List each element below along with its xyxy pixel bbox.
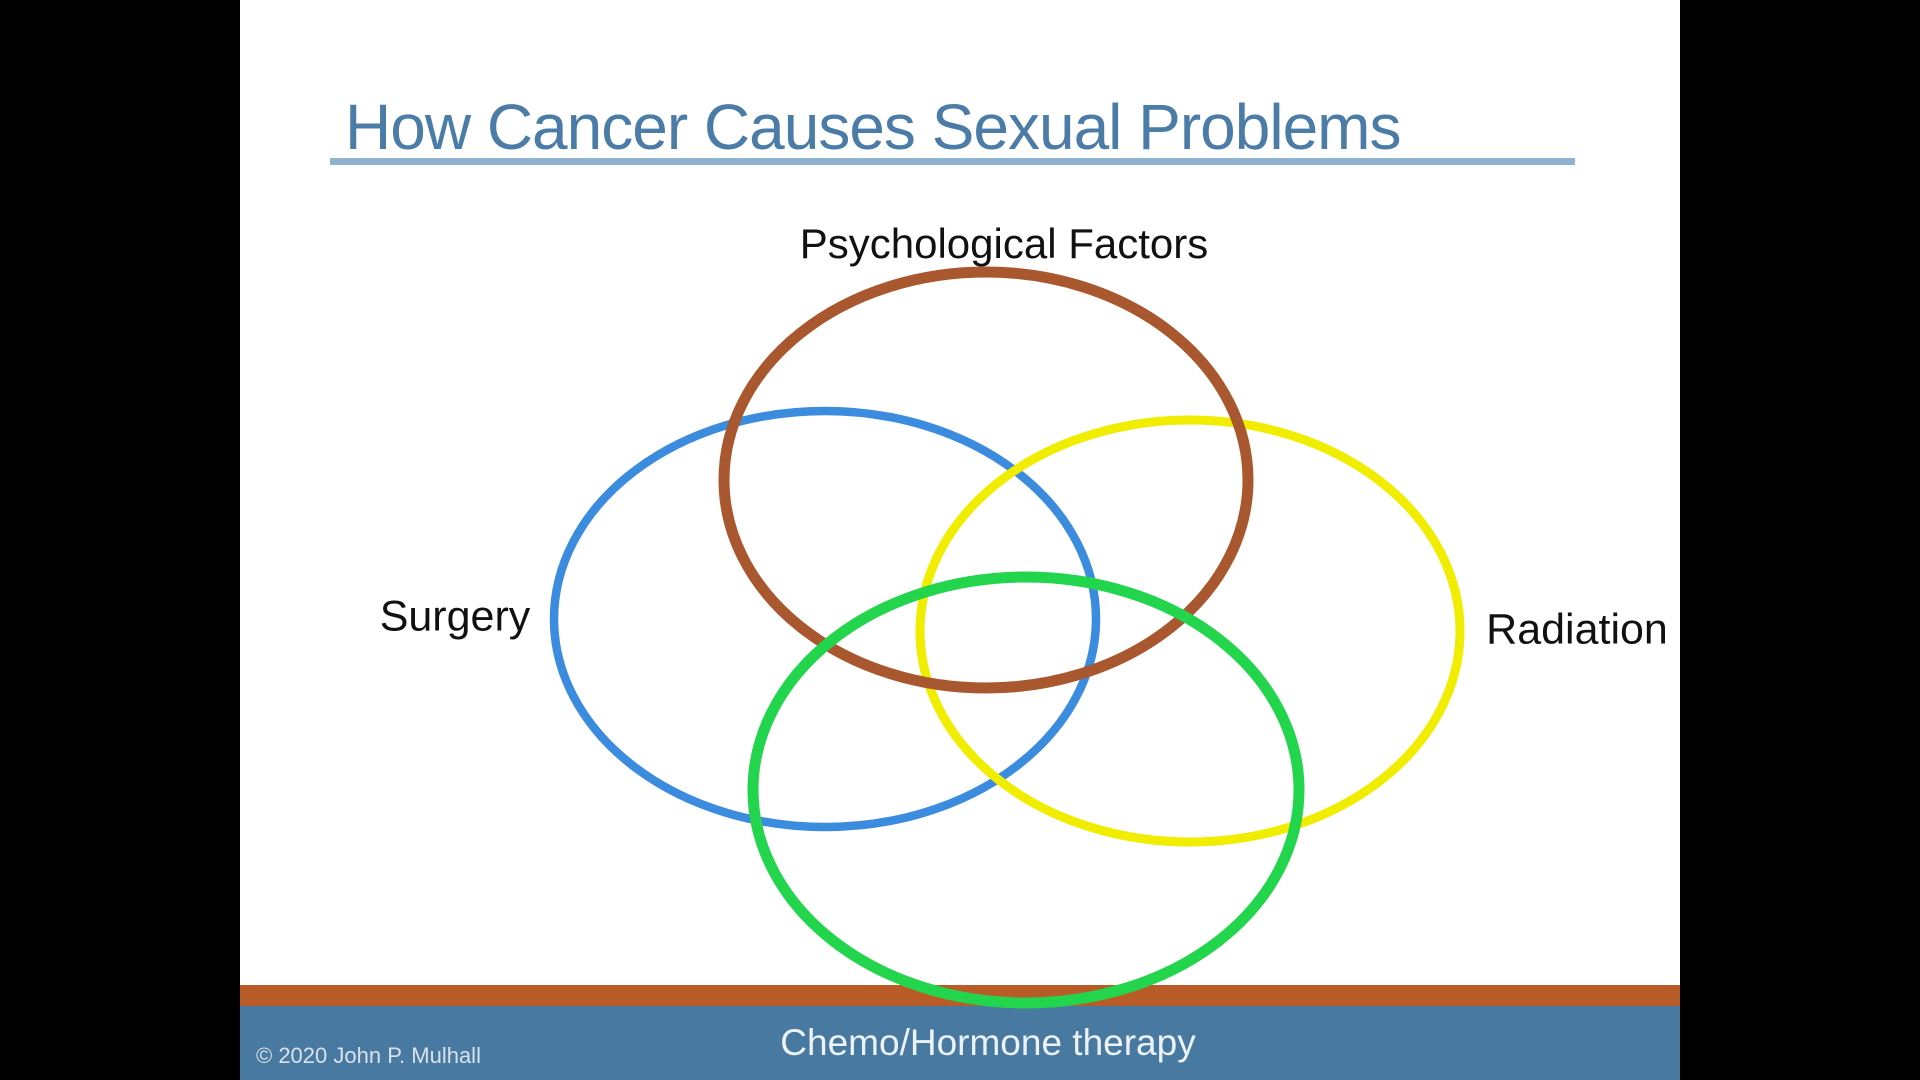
venn-ellipse-psychological xyxy=(718,266,1254,694)
letterbox-left xyxy=(0,0,240,1080)
venn-ellipse-chemo xyxy=(747,571,1305,1009)
venn-label-radiation: Radiation xyxy=(1486,605,1668,654)
venn-ellipse-radiation xyxy=(915,415,1465,847)
letterbox-right xyxy=(1680,0,1920,1080)
presentation-slide: How Cancer Causes Sexual Problems Psycho… xyxy=(240,0,1680,1080)
venn-label-surgery: Surgery xyxy=(379,592,531,641)
venn-diagram xyxy=(549,266,1465,1009)
slide-title: How Cancer Causes Sexual Problems xyxy=(345,91,1401,163)
venn-ellipse-surgery xyxy=(549,406,1101,832)
venn-label-chemo: Chemo/Hormone therapy xyxy=(780,1022,1196,1063)
copyright-notice: © 2020 John P. Mulhall xyxy=(256,1043,481,1068)
title-underline-rule xyxy=(330,158,1575,165)
footer-blue-bar xyxy=(240,1006,1680,1080)
venn-label-psychological: Psychological Factors xyxy=(799,220,1209,267)
